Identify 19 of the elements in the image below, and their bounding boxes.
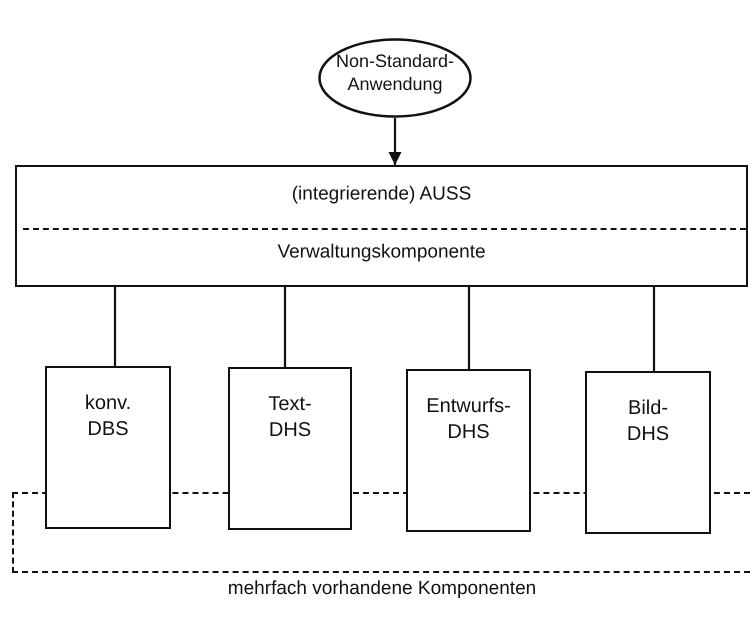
- component-box: [585, 371, 711, 534]
- process-box: [15, 165, 748, 287]
- node-label: Verwaltungskomponente: [277, 240, 486, 265]
- node-label: Entwurfs- DHS: [426, 394, 511, 445]
- connector-line: [114, 287, 116, 366]
- component-box: [406, 369, 531, 532]
- connector-line: [284, 287, 286, 367]
- node-label: Bild- DHS: [626, 396, 670, 447]
- node-label: konv. DBS: [84, 391, 132, 442]
- arrow: [388, 118, 402, 165]
- node-label: Text- DHS: [268, 392, 312, 443]
- node-label: Non-Standard- Anwendung: [334, 50, 456, 96]
- connector-line: [652, 287, 656, 371]
- component-box: [45, 366, 171, 529]
- group-caption: mehrfach vorhandene Komponenten: [228, 577, 536, 601]
- ellipse-node: [318, 38, 472, 118]
- component-box: [228, 367, 352, 530]
- node-label: (integrierende) AUSS: [292, 182, 472, 207]
- connector-line: [468, 287, 470, 369]
